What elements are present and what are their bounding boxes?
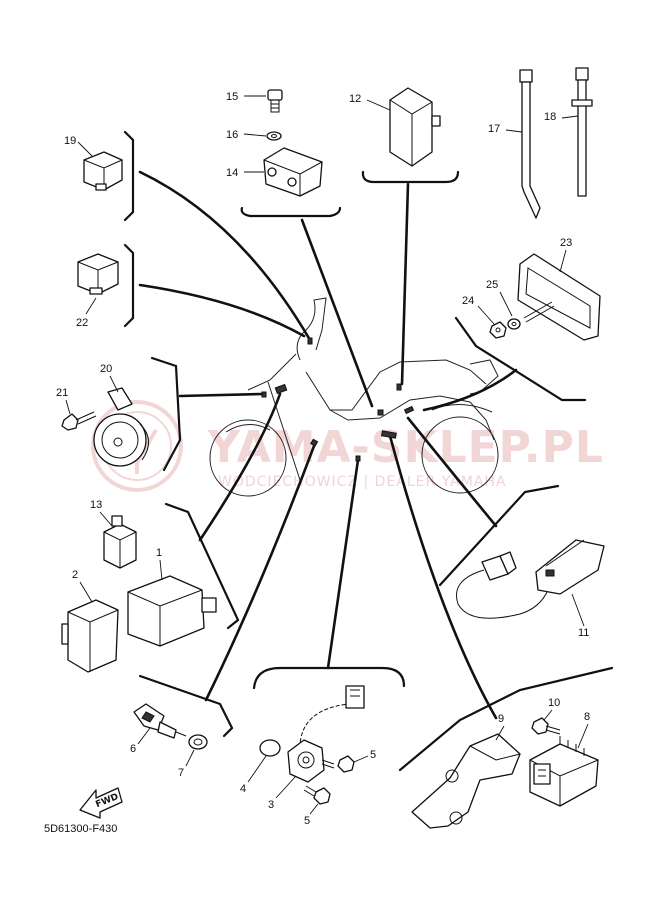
part-10-bolt[interactable]: 10 xyxy=(531,697,560,735)
label-3: 3 xyxy=(268,799,274,811)
watermark: YAMA-SKLEP.PL WODCIECHOWICZ | DEALER YAM… xyxy=(91,400,604,492)
part-6-thermo-switch[interactable]: 6 xyxy=(130,703,187,755)
label-13: 13 xyxy=(90,499,102,511)
label-5-upper: 5 xyxy=(370,749,376,761)
label-16: 16 xyxy=(226,129,238,141)
bracket-6-7 xyxy=(138,674,234,738)
part-13-relay[interactable]: 13 xyxy=(90,499,137,569)
part-22-relay[interactable]: 22 xyxy=(76,253,119,329)
part-12-relay-box[interactable]: 12 xyxy=(349,87,441,167)
bracket-20 xyxy=(150,356,182,472)
label-23: 23 xyxy=(560,237,572,249)
diagram-code: 5D61300-F430 xyxy=(44,823,117,835)
watermark-subtitle: WODCIECHOWICZ | DEALER YAMAHA xyxy=(218,474,507,490)
label-21: 21 xyxy=(56,387,68,399)
part-19-relay[interactable]: 19 xyxy=(64,135,123,191)
part-18-cable-tie[interactable]: 18 xyxy=(544,67,593,197)
label-11: 11 xyxy=(578,627,589,639)
label-6: 6 xyxy=(130,743,136,755)
bracket-19 xyxy=(123,130,135,222)
part-4-o-ring[interactable]: 4 xyxy=(240,739,281,795)
label-20: 20 xyxy=(100,363,112,375)
part-25-washer[interactable]: 25 xyxy=(486,279,555,330)
label-8: 8 xyxy=(584,711,590,723)
part-17-cable-tie[interactable]: 17 xyxy=(488,69,541,219)
label-14: 14 xyxy=(226,167,238,179)
part-20-horn[interactable]: 20 xyxy=(93,363,149,467)
label-17: 17 xyxy=(488,123,500,135)
label-5-lower: 5 xyxy=(304,815,310,827)
part-5-screw-lower[interactable]: 5 xyxy=(303,785,331,827)
part-11-sensor-lead[interactable]: 11 xyxy=(456,539,605,639)
part-23-pad[interactable]: 23 xyxy=(517,237,601,341)
bracket-11 xyxy=(438,484,560,587)
label-7: 7 xyxy=(178,767,184,779)
part-5-screw-upper[interactable]: 5 xyxy=(321,749,376,773)
label-18: 18 xyxy=(544,111,556,123)
location-leader-lines xyxy=(138,170,518,720)
bracket-12 xyxy=(361,170,460,184)
label-9: 9 xyxy=(498,713,504,725)
watermark-title: YAMA-SKLEP.PL xyxy=(207,422,604,473)
label-15: 15 xyxy=(226,91,238,103)
bracket-3-5 xyxy=(252,666,406,690)
part-15-bolt[interactable]: 15 xyxy=(226,89,283,113)
bracket-14-16 xyxy=(240,206,342,218)
fwd-arrow-icon: FWD xyxy=(79,787,123,819)
bracket-23 xyxy=(454,316,587,402)
part-14-bracket[interactable]: 14 xyxy=(226,147,323,197)
label-19: 19 xyxy=(64,135,76,147)
label-22: 22 xyxy=(76,317,88,329)
bracket-22 xyxy=(123,243,135,328)
part-2-rectifier-cover[interactable]: 2 xyxy=(61,569,119,673)
part-8-rectifier-regulator[interactable]: 8 xyxy=(529,711,599,807)
label-12: 12 xyxy=(349,93,361,105)
part-16-washer[interactable]: 16 xyxy=(226,129,282,141)
label-25: 25 xyxy=(486,279,498,291)
label-24: 24 xyxy=(462,295,474,307)
label-10: 10 xyxy=(548,697,560,709)
part-7-gasket[interactable]: 7 xyxy=(178,734,208,779)
part-3-sensor-assembly[interactable]: 3 xyxy=(268,685,365,811)
label-4: 4 xyxy=(240,783,246,795)
watermark-logo-icon xyxy=(91,400,183,492)
bracket-1-2 xyxy=(164,502,240,630)
part-24-nut[interactable]: 24 xyxy=(462,295,507,339)
part-9-bracket[interactable]: 9 xyxy=(411,713,521,829)
label-2: 2 xyxy=(72,569,78,581)
label-1: 1 xyxy=(156,547,162,559)
part-1-cdi-unit[interactable]: 1 xyxy=(127,547,217,647)
part-21-bolt[interactable]: 21 xyxy=(56,387,97,431)
